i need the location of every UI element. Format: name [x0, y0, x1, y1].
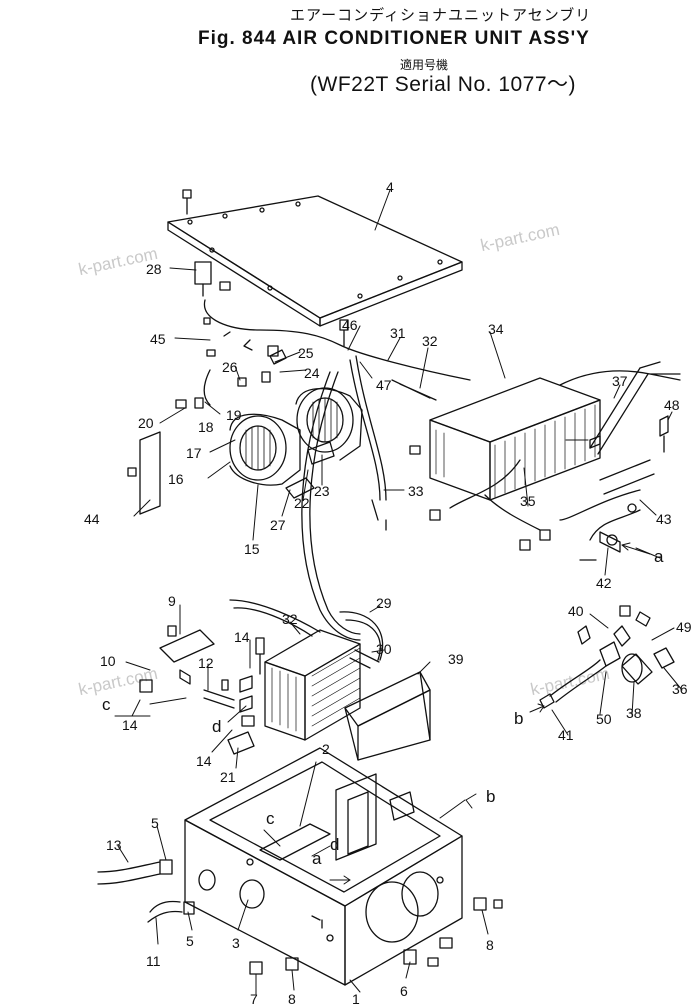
blower-assembly: [127, 349, 363, 515]
callout-number: 22: [294, 495, 310, 511]
callout-number: 30: [376, 641, 392, 657]
callout-number: 40: [568, 603, 584, 619]
callout-number: 14: [122, 717, 138, 733]
connection-letter: b: [486, 787, 495, 806]
callout-number: 26: [222, 359, 238, 375]
callout-number: 11: [146, 953, 161, 969]
callout-number: 45: [150, 331, 166, 347]
connection-letter: a: [312, 849, 322, 868]
connection-letter: d: [212, 717, 221, 736]
cover-plate: [167, 189, 463, 327]
callout-labels: 1 2 3 4 5 5 6 7 8 8 9 10 11 12 13 14 14 …: [84, 179, 692, 1006]
callout-number: 14: [196, 753, 212, 769]
callout-number: 32: [422, 333, 438, 349]
callout-number: 24: [304, 365, 320, 381]
heater-core: [229, 599, 361, 741]
callout-number: 21: [220, 769, 236, 785]
evaporator-unit: [409, 377, 601, 551]
applicability-label: 適用号機: [400, 58, 449, 72]
callout-number: 19: [226, 407, 242, 423]
connection-letter: b: [514, 709, 523, 728]
callout-number: 25: [298, 345, 314, 361]
callout-number: 7: [250, 991, 258, 1006]
callout-number: 41: [558, 727, 574, 743]
callout-number: 10: [100, 653, 116, 669]
drain-tube-and-leads: [559, 361, 681, 561]
callout-number: 1: [352, 991, 360, 1006]
callout-number: 47: [376, 377, 392, 393]
callout-number: 29: [376, 595, 392, 611]
callout-number: 5: [186, 933, 194, 949]
callout-number: 37: [612, 373, 628, 389]
callout-number: 33: [408, 483, 424, 499]
callout-number: 50: [596, 711, 612, 727]
connection-letter: d: [330, 835, 339, 854]
callout-number: 35: [520, 493, 536, 509]
connection-letter: a: [654, 547, 664, 566]
callout-number: 44: [84, 511, 100, 527]
callout-number: 27: [270, 517, 286, 533]
callout-number: 38: [626, 705, 642, 721]
callout-number: 39: [448, 651, 464, 667]
callout-number: 3: [232, 935, 240, 951]
callout-number: 2: [322, 741, 330, 757]
callout-number: 8: [288, 991, 296, 1006]
drain-hoses-and-plugs: [97, 859, 503, 975]
callout-number: 15: [244, 541, 260, 557]
callout-number: 17: [186, 445, 202, 461]
unit-case: [184, 747, 463, 986]
callout-number: 42: [596, 575, 612, 591]
callout-number: 5: [151, 815, 159, 831]
heater-fittings: [139, 625, 265, 755]
callout-number: 23: [314, 483, 330, 499]
air-duct: [344, 671, 431, 761]
valve-group: [539, 605, 675, 709]
relay-and-harness: [194, 261, 471, 381]
callout-number: 4: [386, 179, 394, 195]
callout-number: 48: [664, 397, 680, 413]
callout-number: 9: [168, 593, 176, 609]
callout-number: 14: [234, 629, 250, 645]
callout-number: 6: [400, 983, 408, 999]
callout-number: 13: [106, 837, 122, 853]
callout-number: 34: [488, 321, 504, 337]
callout-number: 49: [676, 619, 692, 635]
callout-number: 36: [672, 681, 688, 697]
hose-routing: [301, 355, 437, 669]
callout-number: 20: [138, 415, 154, 431]
title-japanese: エアーコンディショナユニットアセンブリ: [290, 7, 592, 24]
callout-number: 46: [342, 317, 358, 333]
callout-number: 43: [656, 511, 672, 527]
callout-number: 8: [486, 937, 494, 953]
callout-number: 18: [198, 419, 214, 435]
figure-title: Fig. 844 AIR CONDITIONER UNIT ASS'Y: [198, 28, 590, 49]
connection-letter: c: [102, 695, 111, 714]
callout-number: 28: [146, 261, 162, 277]
callout-number: 12: [198, 655, 214, 671]
leader-lines: [114, 189, 683, 995]
serial-range: (WF22T Serial No. 1077～): [310, 73, 577, 96]
callout-number: 32: [282, 611, 298, 627]
callout-number: 16: [168, 471, 184, 487]
connection-letter: c: [266, 809, 275, 828]
connection-letters: a a b b c c d d: [102, 547, 664, 868]
callout-number: 31: [390, 325, 406, 341]
